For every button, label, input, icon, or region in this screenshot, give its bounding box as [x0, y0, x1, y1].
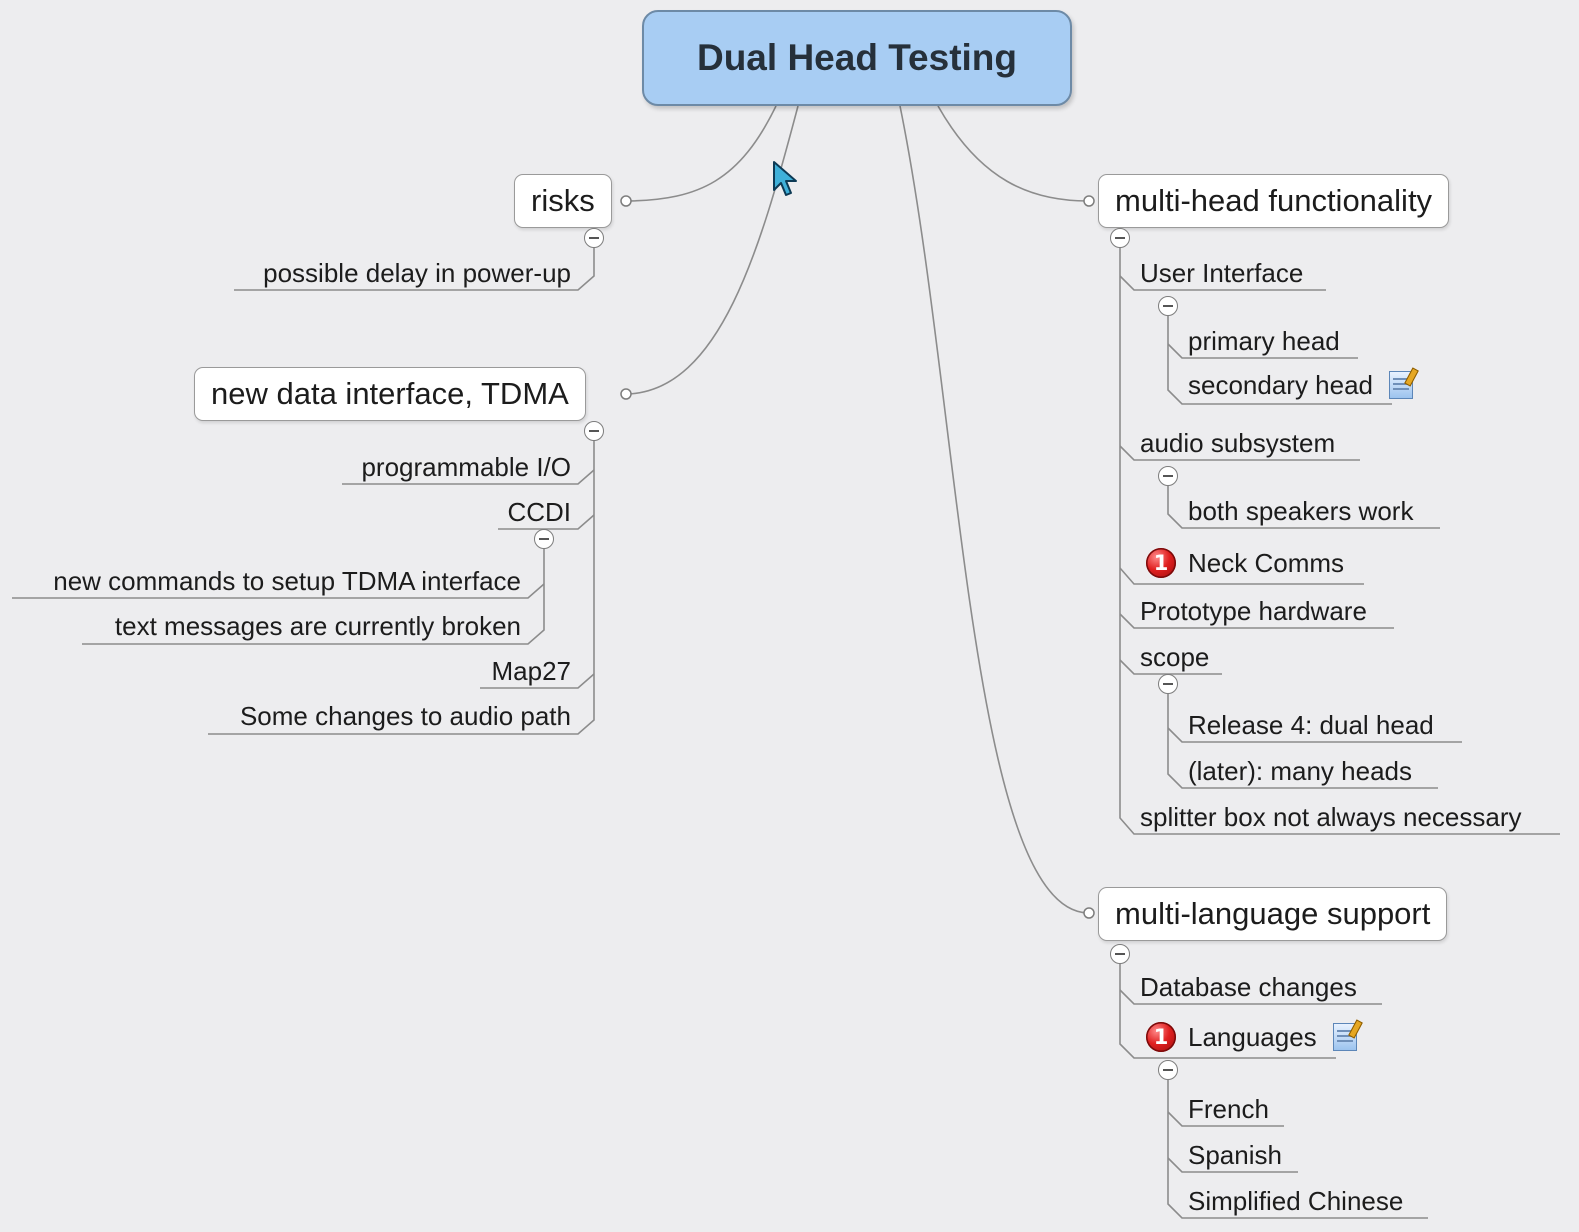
item-map27[interactable]: Map27: [491, 656, 572, 686]
item-prototype-hardware[interactable]: Prototype hardware: [1140, 596, 1367, 626]
item-later-many-heads[interactable]: (later): many heads: [1188, 756, 1412, 786]
topic-multi-language[interactable]: multi-language support: [1098, 887, 1448, 941]
collapse-toggle-icon[interactable]: [534, 529, 554, 549]
item-new-commands[interactable]: new commands to setup TDMA interface: [53, 566, 521, 596]
item-simplified-chinese[interactable]: Simplified Chinese: [1188, 1186, 1404, 1216]
collapse-toggle-icon[interactable]: [1158, 674, 1178, 694]
priority-1-icon: 1: [1146, 548, 1176, 578]
collapse-toggle-icon[interactable]: [584, 228, 604, 248]
item-user-interface[interactable]: User Interface: [1140, 258, 1304, 288]
collapse-toggle-icon[interactable]: [1110, 944, 1130, 964]
item-languages[interactable]: 1 Languages: [1146, 1022, 1357, 1052]
item-both-speakers[interactable]: both speakers work: [1188, 496, 1414, 526]
topic-data-interface[interactable]: new data interface, TDMA: [194, 367, 586, 421]
item-audio-subsystem[interactable]: audio subsystem: [1140, 428, 1336, 458]
item-secondary-head-label: secondary head: [1188, 370, 1374, 400]
item-secondary-head[interactable]: secondary head: [1188, 370, 1414, 400]
topic-multi-head[interactable]: multi-head functionality: [1098, 174, 1450, 228]
topic-risks[interactable]: risks: [514, 174, 612, 228]
item-programmable-io[interactable]: programmable I/O: [361, 452, 571, 482]
item-database-changes[interactable]: Database changes: [1140, 972, 1357, 1002]
collapse-toggle-icon[interactable]: [1158, 1060, 1178, 1080]
collapse-toggle-icon[interactable]: [1158, 466, 1178, 486]
collapse-toggle-icon[interactable]: [584, 421, 604, 441]
item-neck-comms-label: Neck Comms: [1188, 548, 1345, 578]
item-scope[interactable]: scope: [1140, 642, 1210, 672]
item-text-messages[interactable]: text messages are currently broken: [114, 611, 521, 641]
collapse-toggle-icon[interactable]: [1110, 228, 1130, 248]
collapse-toggle-icon[interactable]: [1158, 296, 1178, 316]
item-languages-label: Languages: [1188, 1022, 1317, 1052]
item-splitter-box[interactable]: splitter box not always necessary: [1140, 802, 1522, 832]
item-possible-delay[interactable]: possible delay in power-up: [263, 258, 571, 288]
item-french[interactable]: French: [1188, 1094, 1269, 1124]
priority-1-icon: 1: [1146, 1022, 1176, 1052]
item-audio-path[interactable]: Some changes to audio path: [239, 701, 571, 731]
note-icon[interactable]: [1332, 1023, 1357, 1051]
item-neck-comms[interactable]: 1 Neck Comms: [1146, 548, 1344, 578]
item-release-4[interactable]: Release 4: dual head: [1188, 710, 1434, 740]
item-spanish[interactable]: Spanish: [1188, 1140, 1282, 1170]
item-ccdi[interactable]: CCDI: [507, 497, 571, 527]
item-primary-head[interactable]: primary head: [1188, 326, 1340, 356]
note-icon[interactable]: [1389, 371, 1414, 399]
central-topic[interactable]: Dual Head Testing: [642, 10, 1072, 106]
mouse-cursor-icon: [773, 161, 797, 196]
